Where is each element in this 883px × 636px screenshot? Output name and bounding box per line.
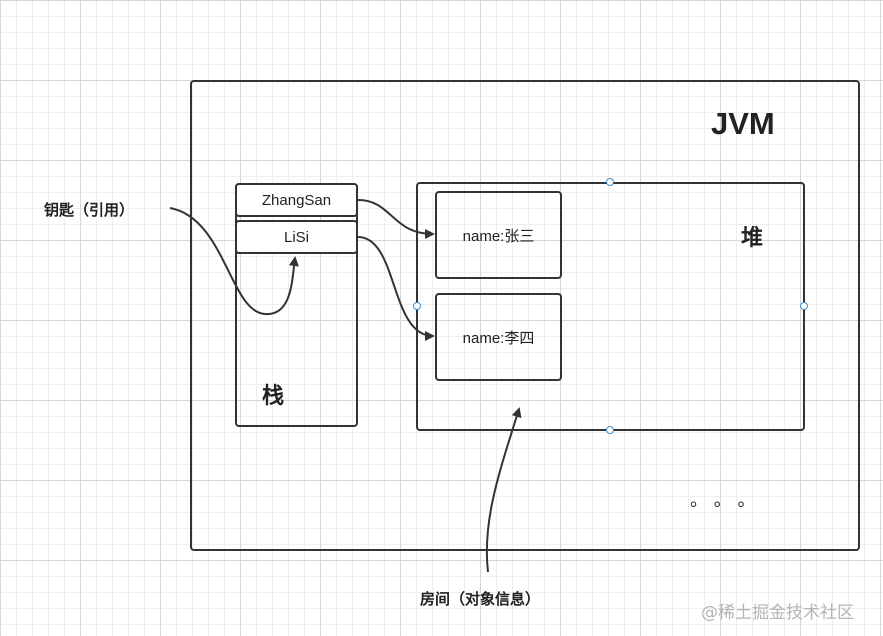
- stack-cell-lisi: LiSi: [235, 220, 358, 254]
- room-annotation: 房间（对象信息）: [420, 590, 541, 608]
- stack-cell-label: LiSi: [283, 228, 309, 246]
- heap-handle-top[interactable]: [606, 178, 614, 186]
- jvm-box: [190, 80, 860, 551]
- heap-object-lisi: name:李四: [435, 293, 562, 381]
- stack-cell-label: ZhangSan: [261, 191, 332, 209]
- heap-handle-bottom[interactable]: [606, 426, 614, 434]
- stack-label: 栈: [262, 384, 285, 409]
- heap-object-label: name:张三: [462, 227, 535, 245]
- key-annotation: 钥匙（引用）: [44, 201, 135, 219]
- heap-handle-right[interactable]: [800, 302, 808, 310]
- ellipsis: 。 。 。: [690, 490, 756, 511]
- heap-label: 堆: [741, 226, 764, 251]
- heap-object-label: name:李四: [462, 329, 535, 347]
- stack-cell-zhangsan: ZhangSan: [235, 183, 358, 217]
- watermark: @稀土掘金技术社区: [701, 603, 854, 623]
- heap-object-zhangsan: name:张三: [435, 191, 562, 279]
- jvm-title: JVM: [711, 106, 775, 141]
- heap-handle-left[interactable]: [413, 302, 421, 310]
